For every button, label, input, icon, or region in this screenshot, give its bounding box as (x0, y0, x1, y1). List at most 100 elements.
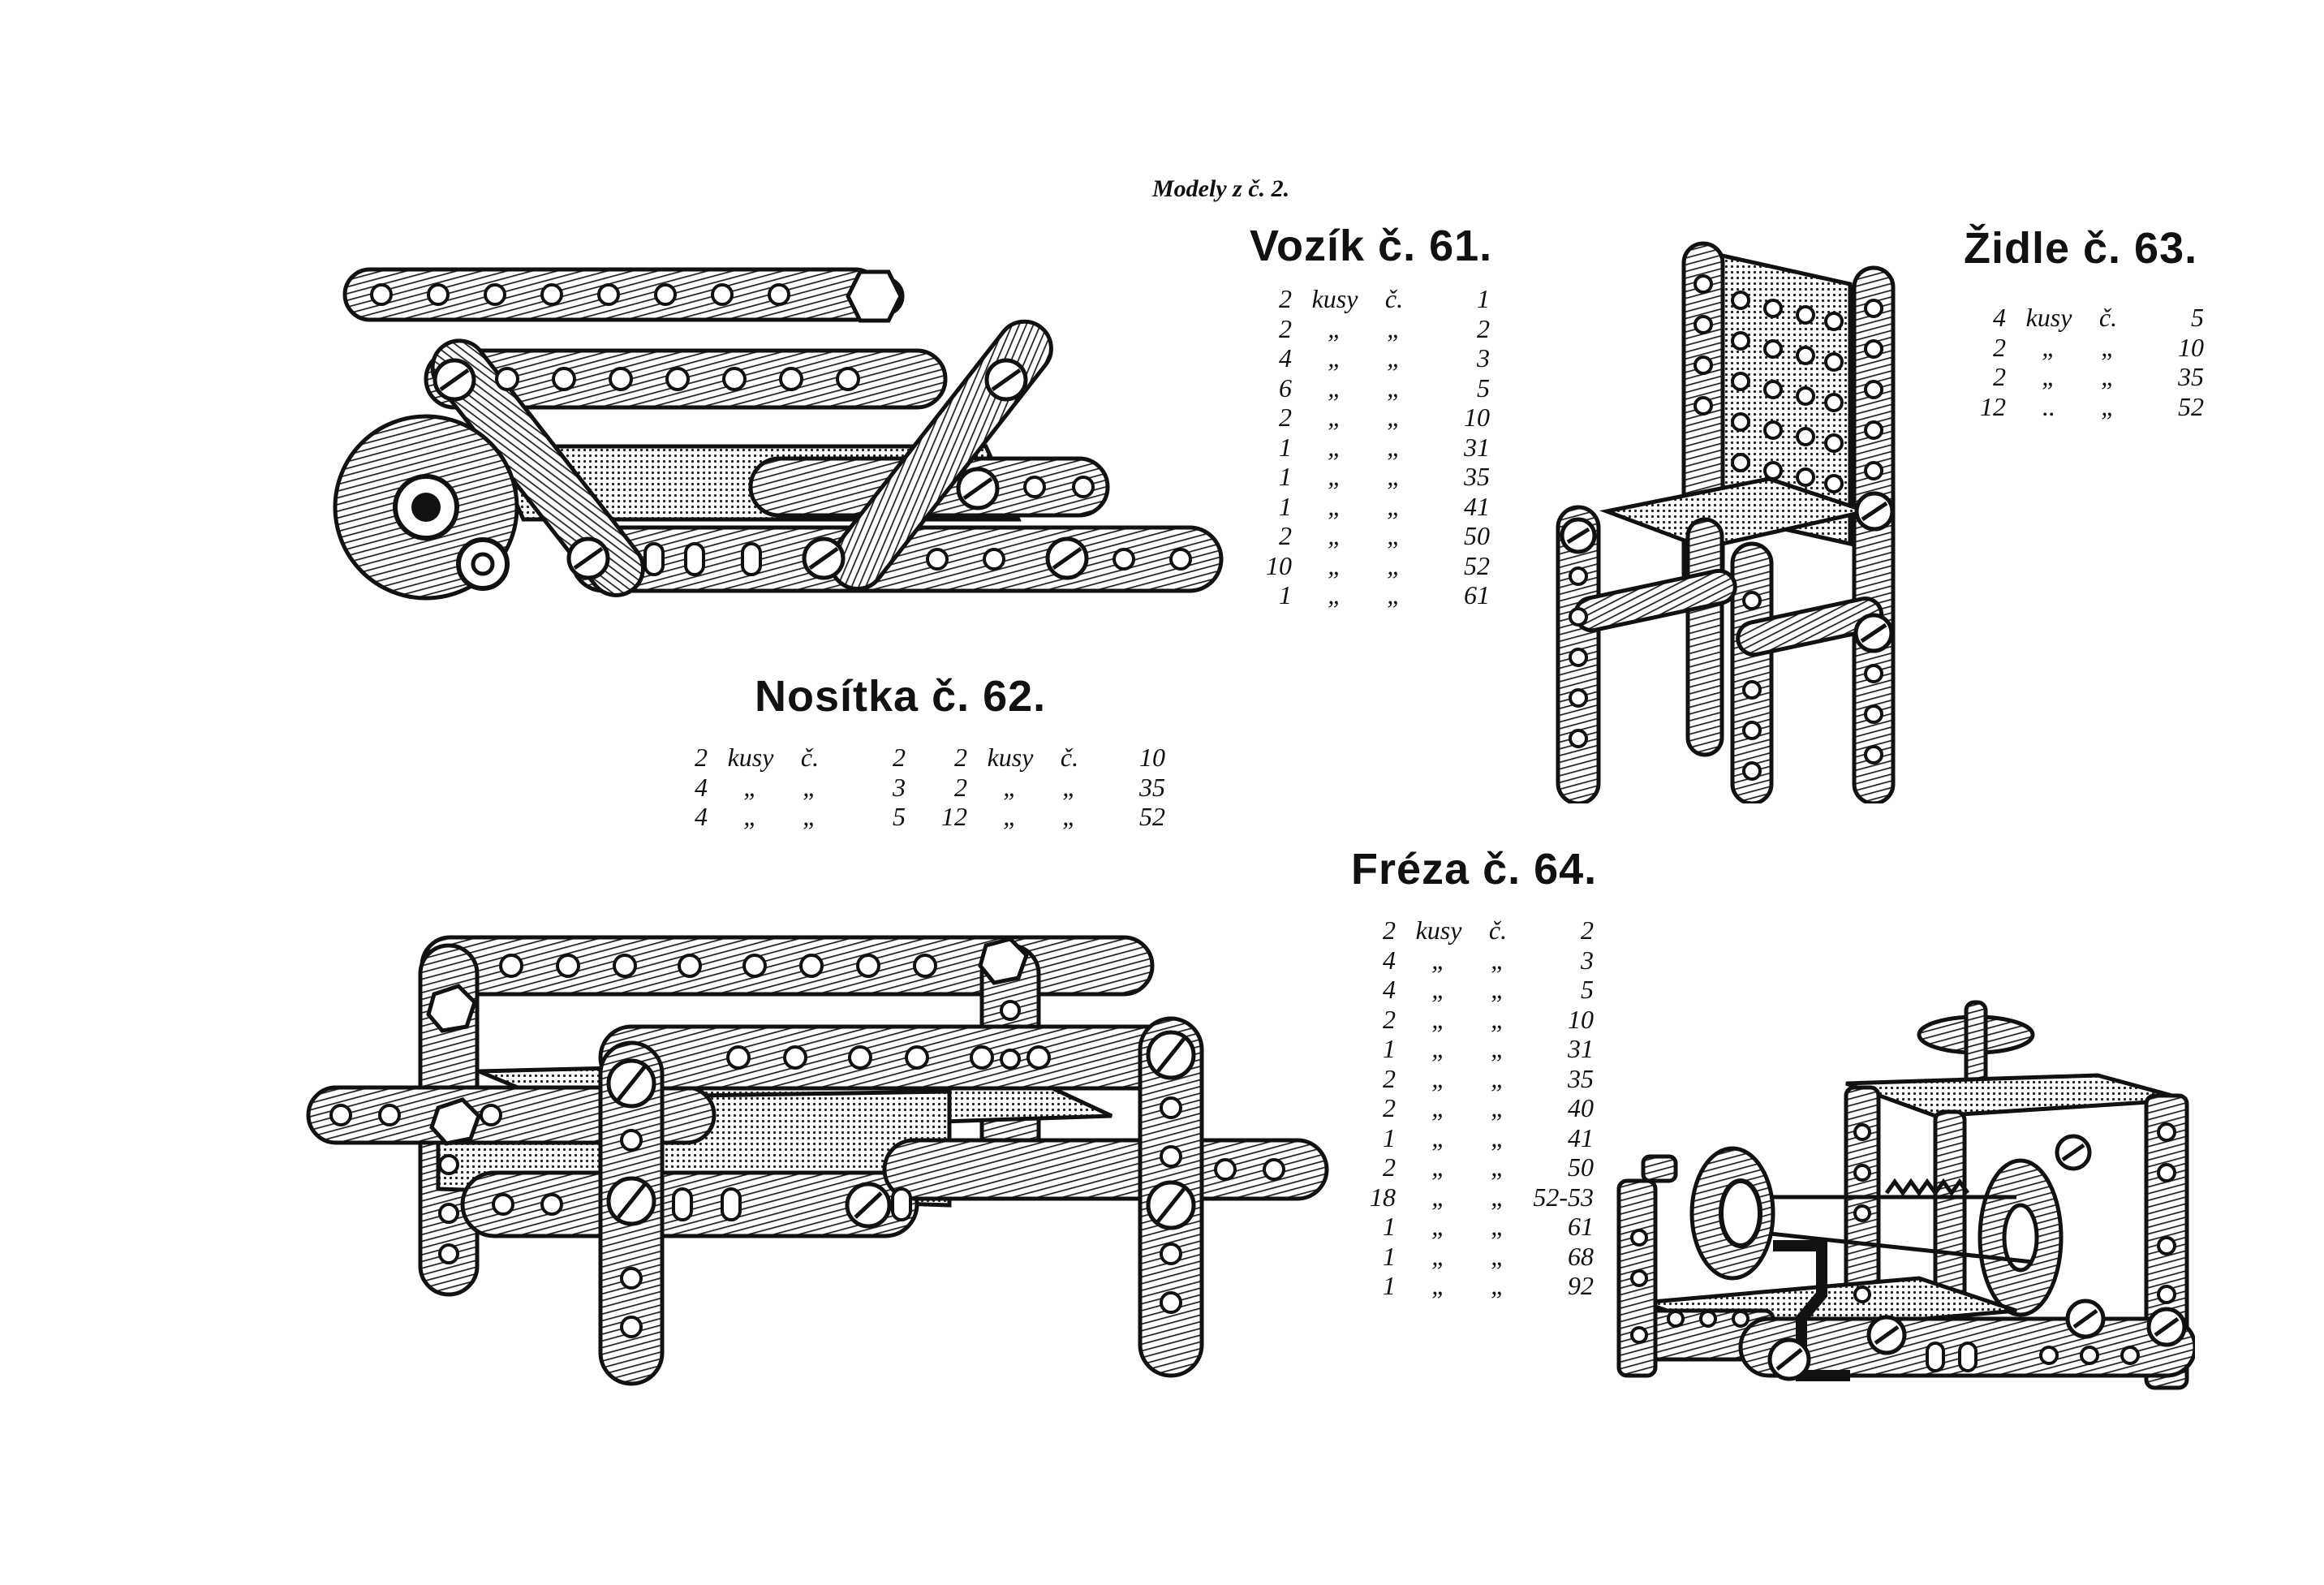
part-unit: „ (1328, 313, 1342, 343)
parts-row: 4„„3 (649, 773, 906, 803)
part-no-marker: „ (1387, 580, 1401, 609)
illustration-zidle-chair (1542, 235, 1915, 806)
part-quantity: 4 (1383, 975, 1396, 1004)
part-unit: „ (1328, 550, 1342, 580)
part-unit: „ (743, 772, 758, 802)
part-no-marker: č. (1488, 915, 1508, 945)
part-quantity: 12 (941, 802, 967, 831)
parts-row: 2 „ „ 50 (1233, 521, 1490, 551)
parts-row: 18„„52-53 (1337, 1182, 1594, 1212)
part-unit: „ (1431, 1004, 1446, 1034)
part-quantity: 18 (1370, 1182, 1396, 1212)
part-no-marker: „ (1387, 432, 1401, 462)
model-title-zidle: Židle č. 63. (1964, 224, 2198, 273)
part-no-marker: „ (1491, 1152, 1505, 1182)
parts-row: 4„„5 (1337, 975, 1594, 1005)
parts-row: 2„„35 (909, 773, 1165, 803)
part-no-marker: „ (1387, 491, 1401, 521)
part-no-marker: „ (1387, 313, 1401, 343)
part-unit: kusy (1415, 915, 1462, 945)
part-no-marker: „ (2101, 332, 2115, 362)
part-no-marker: č. (2098, 303, 2118, 332)
model-title-nositka: Nosítka č. 62. (755, 672, 1047, 721)
part-no-marker: „ (2101, 362, 2115, 391)
parts-row: 1„„68 (1337, 1242, 1594, 1272)
part-unit: „ (2042, 362, 2056, 391)
part-quantity: 1 (1383, 1122, 1396, 1152)
part-number: 31 (1464, 432, 1490, 462)
part-number: 68 (1568, 1241, 1594, 1271)
part-unit: „ (1431, 1034, 1446, 1063)
part-number: 5 (1581, 975, 1594, 1004)
part-unit: „ (1328, 580, 1342, 609)
part-no-marker: „ (1387, 550, 1401, 580)
part-no-marker: „ (1491, 1093, 1505, 1122)
part-quantity: 4 (1279, 343, 1292, 373)
parts-row: 1„„35 (1233, 462, 1490, 492)
parts-row: 1„„61 (1233, 580, 1490, 610)
parts-row: 2„„2 (1233, 314, 1490, 344)
part-no-marker: „ (1387, 403, 1401, 432)
part-unit: „ (1328, 432, 1342, 462)
part-unit: „ (1003, 802, 1018, 831)
part-no-marker: „ (803, 772, 817, 802)
part-number: 52 (1464, 550, 1490, 580)
part-number: 1 (1477, 284, 1490, 313)
part-quantity: 1 (1279, 491, 1292, 521)
page-header-note: Modely z č. 2. (1152, 175, 1290, 202)
part-number: 10 (1568, 1004, 1594, 1034)
part-quantity: 2 (1279, 403, 1292, 432)
part-no-marker: č. (1384, 284, 1404, 313)
part-number: 61 (1568, 1212, 1594, 1241)
part-unit: „ (1431, 975, 1446, 1004)
part-quantity: 4 (1993, 303, 2006, 332)
parts-row: 1„„31 (1337, 1034, 1594, 1064)
part-unit: „ (1328, 403, 1342, 432)
part-no-marker: „ (1387, 521, 1401, 550)
part-unit: „ (1431, 1093, 1446, 1122)
part-no-marker: „ (1491, 1034, 1505, 1063)
part-number: 31 (1568, 1034, 1594, 1063)
part-unit: „ (1328, 343, 1342, 373)
part-no-marker: „ (1491, 1182, 1505, 1212)
part-number: 35 (1464, 462, 1490, 491)
part-no-marker: „ (1387, 343, 1401, 373)
part-unit: kusy (1311, 284, 1358, 313)
part-unit: „ (1431, 945, 1446, 975)
part-no-marker: č. (800, 743, 820, 772)
parts-row: 6„„5 (1233, 373, 1490, 403)
parts-row: 1„„41 (1337, 1123, 1594, 1153)
parts-row: 1„„61 (1337, 1212, 1594, 1242)
part-quantity: 2 (1383, 1063, 1396, 1093)
part-unit: „ (1431, 1271, 1446, 1300)
parts-row: 1„„92 (1337, 1271, 1594, 1301)
part-unit: „ (743, 802, 758, 831)
model-title-freza: Fréza č. 64. (1351, 845, 1598, 894)
part-quantity: 4 (1383, 945, 1396, 975)
part-no-marker: „ (1062, 772, 1077, 802)
parts-row: 2„„10 (1233, 403, 1490, 433)
part-number: 35 (2178, 362, 2204, 391)
part-quantity: 2 (695, 743, 708, 772)
model-title-vozik: Vozík č. 61. (1250, 222, 1493, 270)
part-unit: „ (1431, 1152, 1446, 1182)
part-quantity: 2 (954, 772, 967, 802)
parts-row: 12..„52 (1947, 392, 2204, 422)
part-number: 10 (2178, 332, 2204, 362)
part-unit: „ (1431, 1122, 1446, 1152)
part-unit: „ (1431, 1241, 1446, 1271)
part-number: 52 (2178, 391, 2204, 421)
part-number: 35 (1139, 772, 1165, 802)
part-unit: „ (1431, 1212, 1446, 1241)
part-no-marker: „ (1491, 1212, 1505, 1241)
part-number: 50 (1464, 521, 1490, 550)
part-unit: „ (1328, 521, 1342, 550)
part-quantity: 1 (1383, 1241, 1396, 1271)
part-quantity: 2 (1279, 521, 1292, 550)
